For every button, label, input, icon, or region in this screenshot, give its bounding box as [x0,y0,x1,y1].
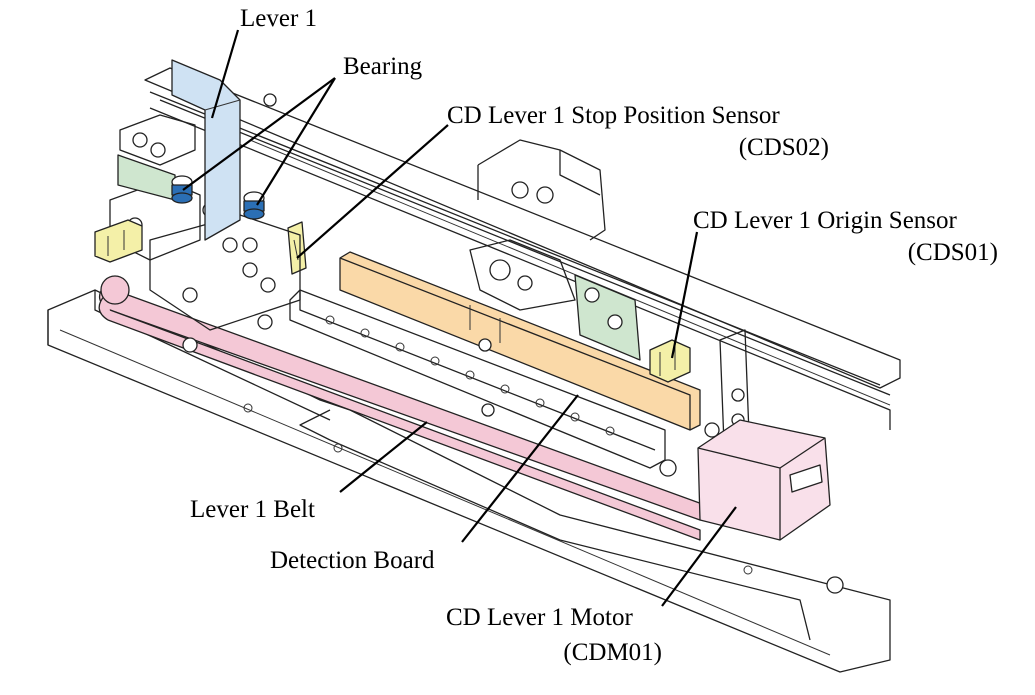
lower-base-frame [47,289,891,673]
leader-origin-sensor [670,231,699,359]
label-detection-board: Detection Board [270,547,435,574]
leader-motor [661,506,737,607]
center-mechanism [469,181,576,311]
cd-lever-1-motor [659,419,844,594]
left-sensor [94,219,143,263]
leader-belt [339,421,428,493]
label-origin-sensor-name: CD Lever 1 Origin Sensor [693,207,958,234]
green-bracket-right [574,274,641,361]
leader-bearing-right [256,77,336,206]
bearing-left [171,175,193,204]
label-stop-sensor-code: (CDS02) [739,134,829,161]
upper-rail [144,67,901,430]
detection-board [339,251,701,431]
leader-detection-board [461,394,579,543]
label-lever-1: Lever 1 [240,5,317,32]
label-stop-sensor-name: CD Lever 1 Stop Position Sensor [447,102,780,129]
leader-bearing-left [182,77,336,191]
label-bearing: Bearing [343,53,423,80]
lever-1-belt [98,275,706,541]
label-lever-1-belt: Lever 1 Belt [190,496,315,523]
rear-bracket [477,139,606,241]
stop-position-sensor-cds02 [287,221,307,275]
bearing-right [243,191,265,220]
label-motor-code: (CDM01) [563,639,662,666]
lever-1 [171,59,241,241]
leader-lines [182,29,737,607]
leader-stop-sensor [296,124,449,259]
origin-sensor-cds01 [649,339,691,383]
label-motor-name: CD Lever 1 Motor [446,604,633,631]
leader-lever1 [210,29,240,119]
label-origin-sensor-code: (CDS01) [908,239,998,266]
